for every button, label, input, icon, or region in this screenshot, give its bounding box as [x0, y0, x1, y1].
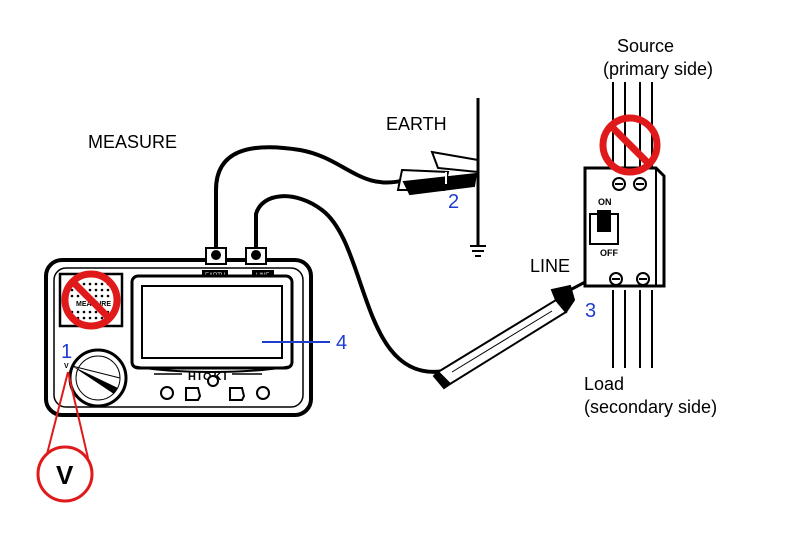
label-load-line2: (secondary side)	[584, 397, 717, 417]
zoom-voltage-symbol: V	[56, 460, 74, 490]
callout-number-2: 2	[448, 191, 459, 213]
dial-mark: V	[64, 363, 69, 370]
callout-number-3: 3	[585, 300, 596, 322]
label-load-line1: Load	[584, 374, 624, 394]
insulation-tester: EARTH LINE HIOKI MEASURE V	[44, 247, 313, 417]
earth-cable	[214, 145, 407, 252]
voltage-zoom-callout: V	[36, 371, 94, 503]
source-prohibit-icon	[599, 114, 661, 176]
load-wires	[612, 290, 653, 368]
breaker-on-label: ON	[598, 197, 612, 207]
measure-prohibit-icon	[61, 270, 121, 330]
earth-clip	[396, 150, 479, 196]
label-source-line1: Source	[617, 36, 674, 56]
label-source-line2: (primary side)	[603, 59, 713, 79]
circuit-breaker: ON OFF	[583, 166, 666, 288]
label-line: LINE	[530, 256, 570, 276]
label-measure: MEASURE	[88, 132, 177, 152]
callout-number-4: 4	[336, 332, 347, 354]
breaker-off-label: OFF	[600, 248, 618, 258]
line-cable	[254, 194, 452, 374]
label-earth: EARTH	[386, 114, 447, 134]
callout-number-1: 1	[61, 341, 72, 363]
earth-rod	[470, 98, 486, 257]
